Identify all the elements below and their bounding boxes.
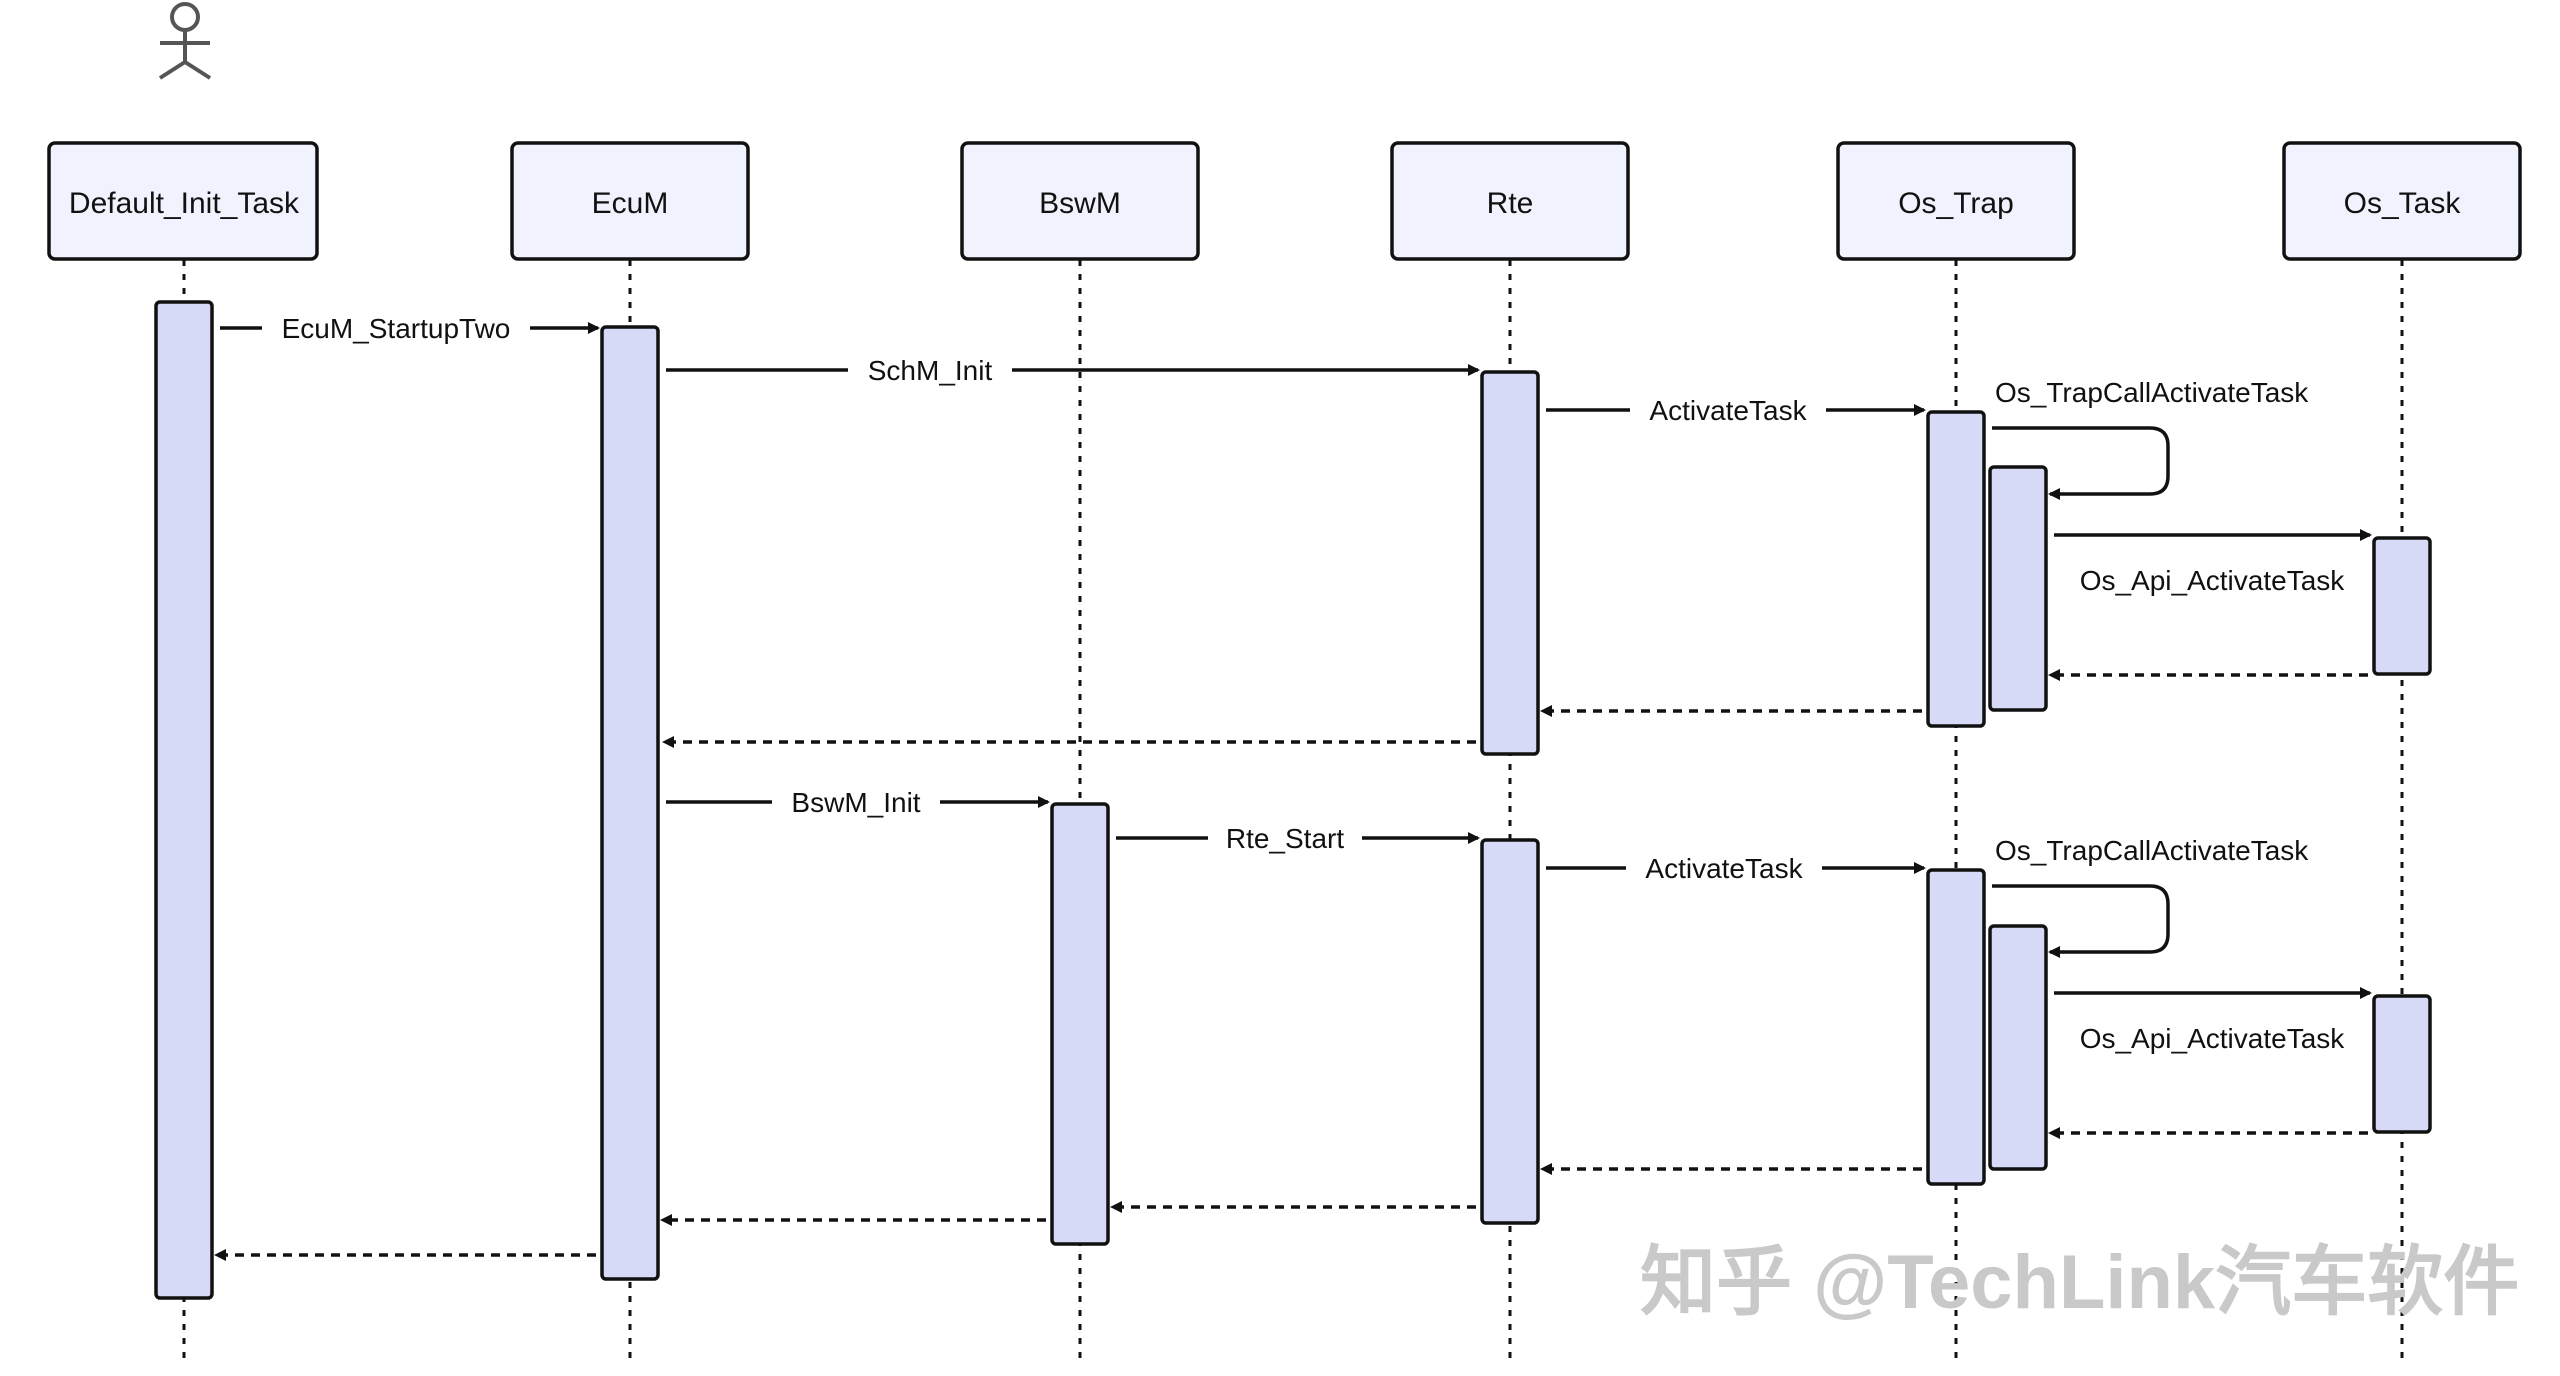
activation-bswm [1050, 802, 1110, 1246]
message-label: BswM_Init [791, 787, 920, 818]
message-ecum-startuptwo: EcuM_StartupTwo [220, 313, 600, 344]
message-label: Os_Api_ActivateTask [2080, 1023, 2346, 1054]
activation-os-task-2 [2372, 994, 2432, 1134]
message-label: ActivateTask [1649, 395, 1807, 426]
participant-os-task: Os_Task [2282, 141, 2522, 261]
activation-default-init-task [154, 300, 214, 1300]
message-os-trapcallactivatetask-2: Os_TrapCallActivateTask [1992, 835, 2309, 958]
watermark: 知乎 @TechLink汽车软件 [1640, 1240, 2519, 1325]
participant-label: Os_Task [2344, 187, 2462, 220]
message-label: SchM_Init [868, 355, 993, 386]
participant-ecum: EcuM [510, 141, 750, 261]
participant-default-init-task: Default_Init_Task [47, 141, 319, 261]
activation-rte-1 [1480, 370, 1540, 756]
participant-label: Default_Init_Task [69, 187, 300, 220]
message-label: Os_TrapCallActivateTask [1995, 835, 2309, 866]
activation-os-trap-1 [1926, 410, 1986, 728]
activation-rte-2 [1480, 838, 1540, 1225]
message-activatetask-1: ActivateTask [1546, 395, 1926, 426]
participant-bswm: BswM [960, 141, 1200, 261]
participant-label: Rte [1487, 187, 1534, 220]
message-os-api-activatetask-2: Os_Api_ActivateTask [2054, 987, 2372, 1054]
message-bswm-init: BswM_Init [666, 787, 1050, 818]
message-label: Rte_Start [1226, 823, 1344, 854]
activation-os-trap-1-nested [1988, 465, 2048, 712]
message-label: Os_Api_ActivateTask [2080, 565, 2346, 596]
message-os-trapcallactivatetask-1: Os_TrapCallActivateTask [1992, 377, 2309, 500]
activation-ecum [600, 325, 660, 1281]
message-label: Os_TrapCallActivateTask [1995, 377, 2309, 408]
message-label: EcuM_StartupTwo [282, 313, 511, 344]
participant-label: BswM [1039, 187, 1121, 220]
participant-label: EcuM [592, 187, 669, 220]
stick-figure-icon [158, 2, 212, 80]
message-rte-start: Rte_Start [1116, 823, 1480, 854]
message-activatetask-2: ActivateTask [1546, 853, 1926, 884]
message-schm-init: SchM_Init [666, 355, 1480, 386]
participant-rte: Rte [1390, 141, 1630, 261]
activation-os-trap-2-nested [1988, 924, 2048, 1171]
participant-label: Os_Trap [1898, 187, 2014, 220]
participant-os-trap: Os_Trap [1836, 141, 2076, 261]
message-label: ActivateTask [1645, 853, 1803, 884]
activation-os-task-1 [2372, 536, 2432, 676]
message-os-api-activatetask-1: Os_Api_ActivateTask [2054, 529, 2372, 596]
activation-os-trap-2 [1926, 868, 1986, 1186]
